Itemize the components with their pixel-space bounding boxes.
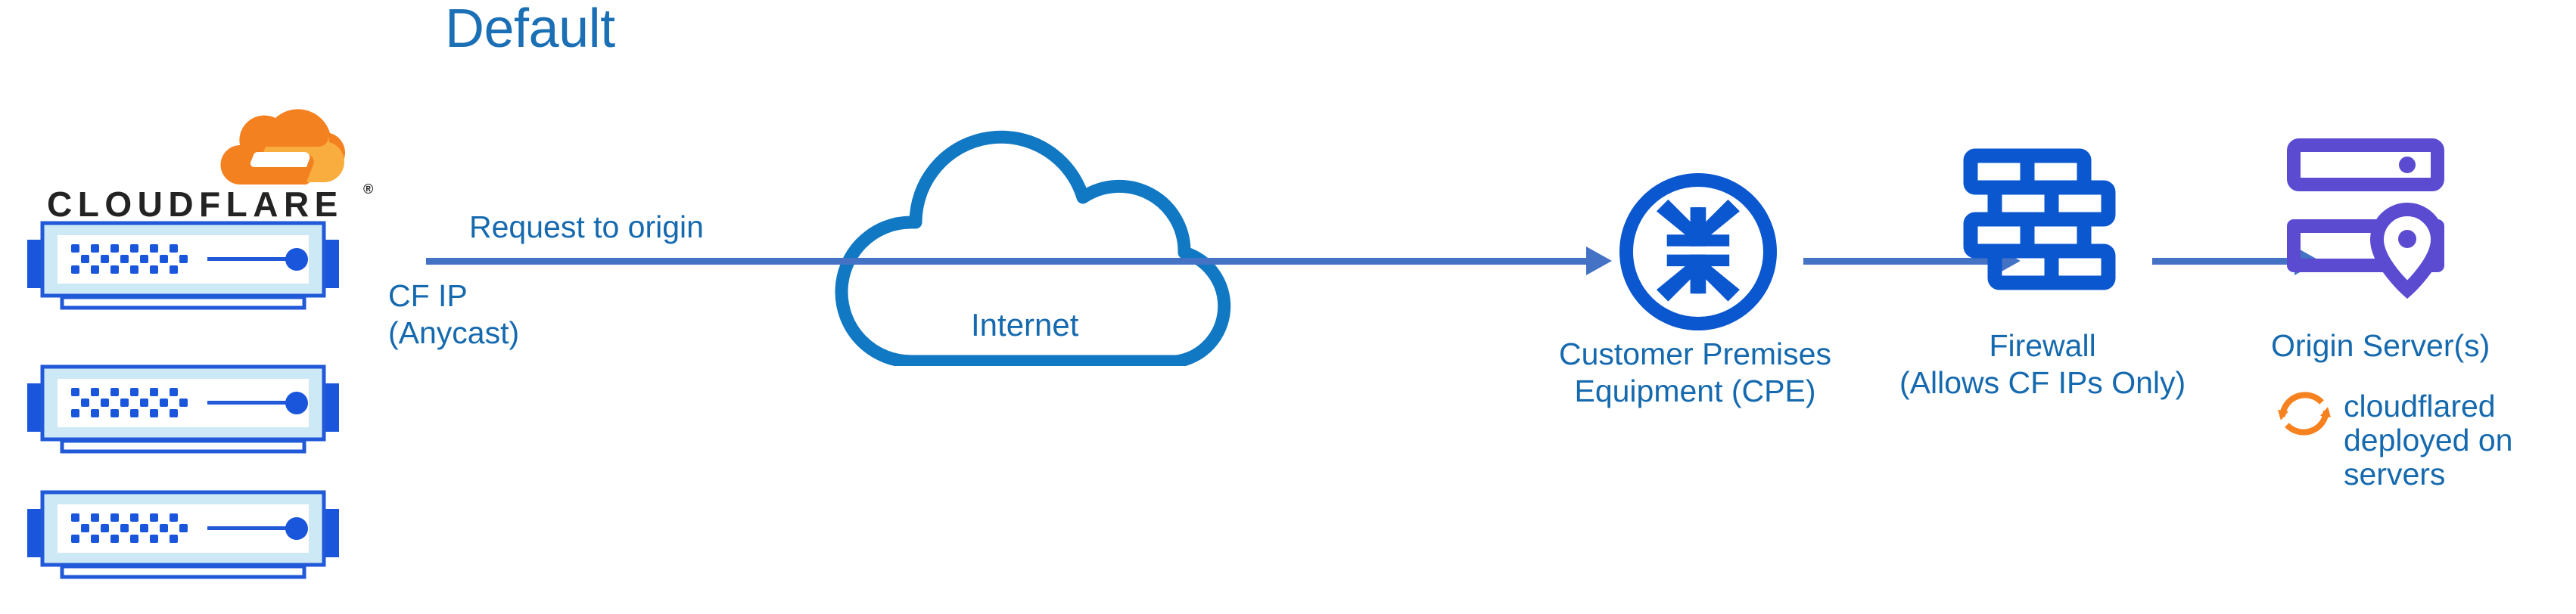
server-rack-icon <box>27 221 339 310</box>
label-customer-premises-equipment: Customer Premises Equipment (CPE) <box>1559 336 1831 410</box>
brick-wall-icon <box>1963 148 2116 290</box>
cloudflare-logo: CLOUDFLARE ® <box>26 106 373 224</box>
cloudflare-cloud-logo-icon <box>220 109 345 185</box>
sync-arrows-icon <box>2278 392 2331 436</box>
arrow-origin-request-head <box>1586 247 1612 275</box>
arrow-firewall-to-origin <box>2152 258 2304 265</box>
server-stack-pin-icon <box>2287 138 2445 299</box>
cloudflare-wordmark: CLOUDFLARE <box>47 185 344 224</box>
label-cf-ip: CF IP (Anycast) <box>388 278 519 352</box>
label-cf-ip-line2: (Anycast) <box>388 315 520 350</box>
arrow-origin-request <box>426 258 1595 265</box>
label-cf-ip-line1: CF IP <box>388 278 468 313</box>
label-cloudflared-line1: cloudflared <box>2344 389 2496 423</box>
label-firewall: Firewall (Allows CF IPs Only) <box>1899 327 2186 402</box>
arrow-cpe-to-firewall <box>1803 258 2004 265</box>
label-cpe-line1: Customer Premises <box>1559 336 1831 371</box>
server-rack-icon <box>27 364 339 454</box>
label-internet: Internet <box>971 307 1079 343</box>
router-icon <box>1619 173 1777 330</box>
page-title: Default <box>445 0 615 59</box>
label-origin-server: Origin Server(s) <box>2271 328 2490 363</box>
label-cloudflared-line3: servers <box>2344 457 2446 492</box>
label-cloudflared-note: cloudflared deployed on servers <box>2344 389 2512 492</box>
label-firewall-line2: (Allows CF IPs Only) <box>1899 365 2186 400</box>
label-cpe-line2: Equipment (CPE) <box>1574 374 1816 408</box>
cloud-icon <box>835 130 1231 366</box>
label-firewall-line1: Firewall <box>1989 328 2096 363</box>
label-cloudflared-line2: deployed on <box>2344 423 2513 457</box>
label-request-to-origin: Request to origin <box>469 209 704 244</box>
registered-mark-icon: ® <box>363 181 374 197</box>
server-rack-icon <box>27 490 339 579</box>
